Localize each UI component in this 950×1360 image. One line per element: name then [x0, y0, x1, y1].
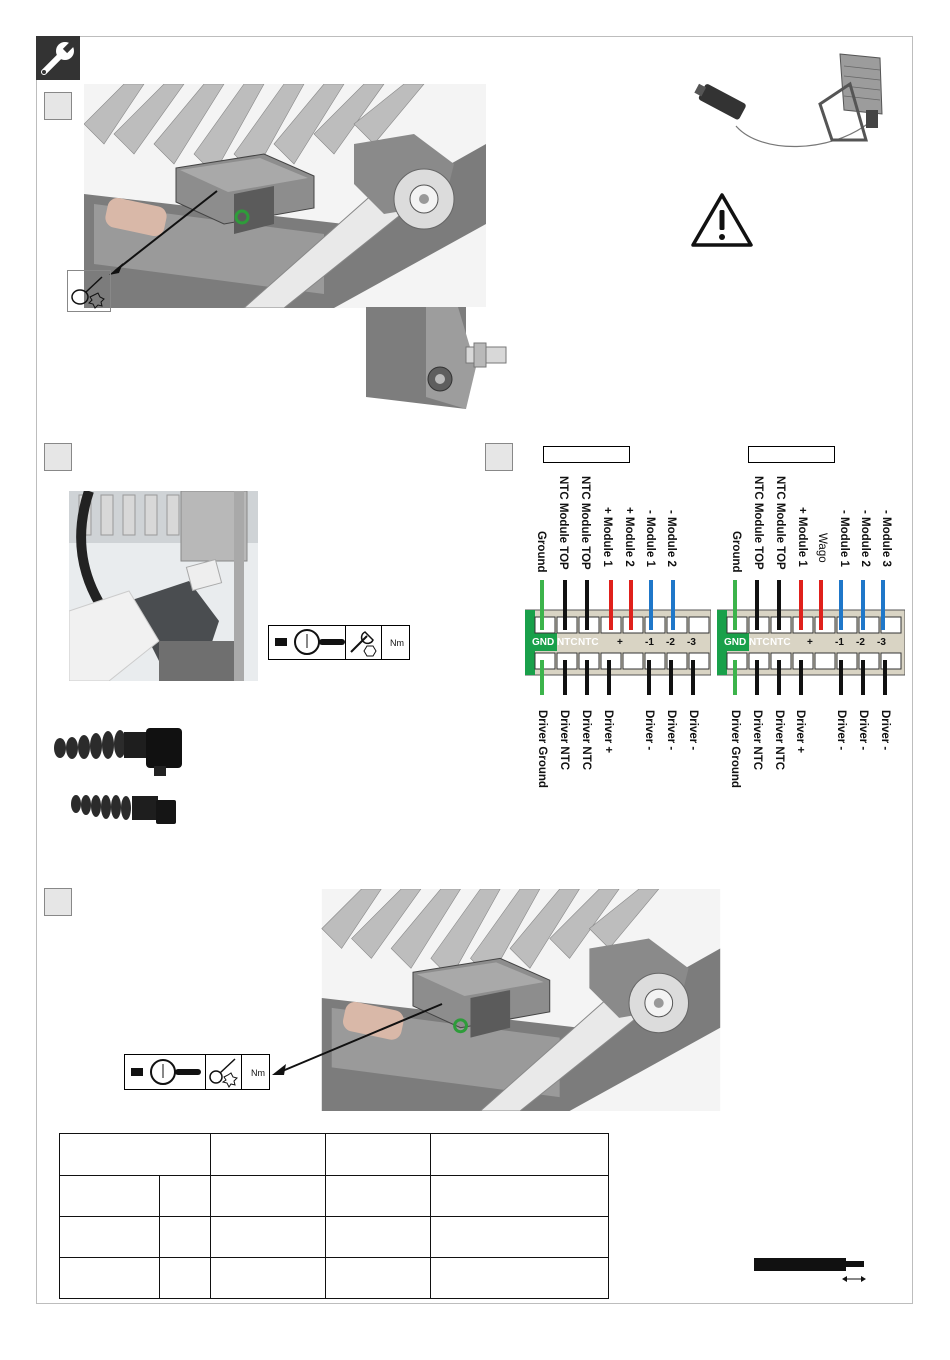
left-bottom-wire-label: Driver - [643, 710, 655, 751]
right-terminal-label: -1 [835, 637, 844, 648]
spec-table [59, 1133, 609, 1299]
left-terminal-label: GND [532, 637, 555, 648]
table-cell [59, 1257, 160, 1299]
table-cell [158, 1257, 212, 1299]
step-1-box [44, 92, 72, 120]
right-terminal-label: -3 [877, 637, 886, 648]
cable-gland-angled-photo [54, 728, 182, 776]
hinge-detail-illustration [366, 307, 522, 409]
driver-luminaire-illustration [694, 53, 883, 148]
table-cell [325, 1175, 431, 1217]
left-top-wire-label: - Module 2 [665, 510, 677, 567]
left-terminal-label: + [617, 637, 623, 648]
right-terminal-block [717, 580, 905, 695]
step-3-box [485, 443, 513, 471]
pointer-arrow-step1 [109, 190, 218, 275]
table-cell [59, 1216, 160, 1258]
screwdriver-torx-icon [67, 270, 111, 312]
left-terminal-label: -3 [687, 637, 696, 648]
left-top-wire-label: NTC Module TOP [579, 476, 591, 570]
table-cell [59, 1133, 211, 1176]
table-cell [430, 1257, 609, 1299]
right-bottom-wire-label: Driver Ground [729, 710, 741, 788]
right-top-wire-label: NTC Module TOP [774, 476, 786, 570]
torque-unit-label: Nm [251, 1068, 265, 1078]
left-bottom-wire-label: Driver NTC [580, 710, 592, 771]
warning-icon [691, 193, 753, 247]
page-frame [36, 36, 913, 1304]
step-4-box [44, 888, 72, 916]
right-top-wire-label: Wago [816, 533, 828, 563]
table-cell [158, 1175, 212, 1217]
right-top-wire-label: - Module 1 [838, 510, 850, 567]
torque-wrench-icon [131, 1059, 201, 1085]
right-top-wire-label: - Module 3 [880, 510, 892, 567]
left-terminal-label: NTC [578, 637, 599, 648]
left-top-wire-label: NTC Module TOP [557, 476, 569, 570]
left-top-wire-label: + Module 2 [623, 507, 635, 567]
right-terminal-label: NTC [770, 637, 791, 648]
pointer-arrow-step4 [272, 1003, 443, 1075]
left-terminal-block [525, 580, 711, 695]
wrench-icon [36, 36, 80, 80]
torque-wrench-panel: Nm [268, 625, 410, 660]
right-top-wire-label: Ground [730, 531, 742, 573]
torque-screwdriver-panel: Nm [124, 1054, 270, 1090]
wrench-hex-icon [350, 631, 377, 657]
table-cell [59, 1175, 160, 1217]
left-terminal-label: -1 [645, 637, 654, 648]
screwdriver-torx-icon [209, 1058, 238, 1088]
left-bottom-wire-label: Driver Ground [536, 710, 548, 788]
table-cell [158, 1216, 212, 1258]
right-bottom-wire-label: Driver - [879, 710, 891, 751]
wiring-left-label-box [543, 446, 630, 463]
right-top-wire-label: + Module 1 [796, 507, 808, 567]
right-top-wire-label: NTC Module TOP [752, 476, 764, 570]
wiring-right-label-box [748, 446, 835, 463]
left-bottom-wire-label: Driver - [687, 710, 699, 751]
step-2-box [44, 443, 72, 471]
table-cell [210, 1175, 326, 1217]
housing-illustration-step4 [321, 889, 721, 1111]
wire-strip-length-icon [754, 1258, 866, 1282]
table-cell [325, 1257, 431, 1299]
left-top-wire-label: - Module 1 [644, 510, 656, 567]
table-cell [430, 1216, 609, 1258]
connector-plug-photo [69, 491, 258, 681]
left-bottom-wire-label: Driver NTC [558, 710, 570, 771]
right-bottom-wire-label: Driver NTC [751, 710, 763, 771]
left-bottom-wire-label: Driver + [602, 710, 614, 754]
left-terminal-label: NTC [557, 637, 578, 648]
right-bottom-wire-label: Driver - [835, 710, 847, 751]
right-bottom-wire-label: Driver NTC [773, 710, 785, 771]
table-cell [325, 1216, 431, 1258]
left-bottom-wire-label: Driver - [665, 710, 677, 751]
right-bottom-wire-label: Driver + [794, 710, 806, 754]
right-terminal-label: GND [724, 637, 747, 648]
table-cell [210, 1216, 326, 1258]
left-top-wire-label: Ground [535, 531, 547, 573]
table-cell [210, 1133, 326, 1176]
table-cell [430, 1133, 609, 1176]
right-terminal-label: + [807, 637, 813, 648]
torque-unit-label: Nm [390, 638, 404, 648]
right-top-wire-label: - Module 2 [859, 510, 871, 567]
left-terminal-label: -2 [666, 637, 675, 648]
right-terminal-label: -2 [856, 637, 865, 648]
torque-wrench-icon [275, 629, 345, 655]
left-top-wire-label: + Module 1 [601, 507, 613, 567]
table-cell [325, 1133, 431, 1176]
table-cell [210, 1257, 326, 1299]
right-bottom-wire-label: Driver - [857, 710, 869, 751]
table-cell [430, 1175, 609, 1217]
cable-gland-straight-photo [71, 795, 176, 824]
housing-illustration-step1 [84, 84, 486, 308]
right-terminal-label: NTC [749, 637, 770, 648]
